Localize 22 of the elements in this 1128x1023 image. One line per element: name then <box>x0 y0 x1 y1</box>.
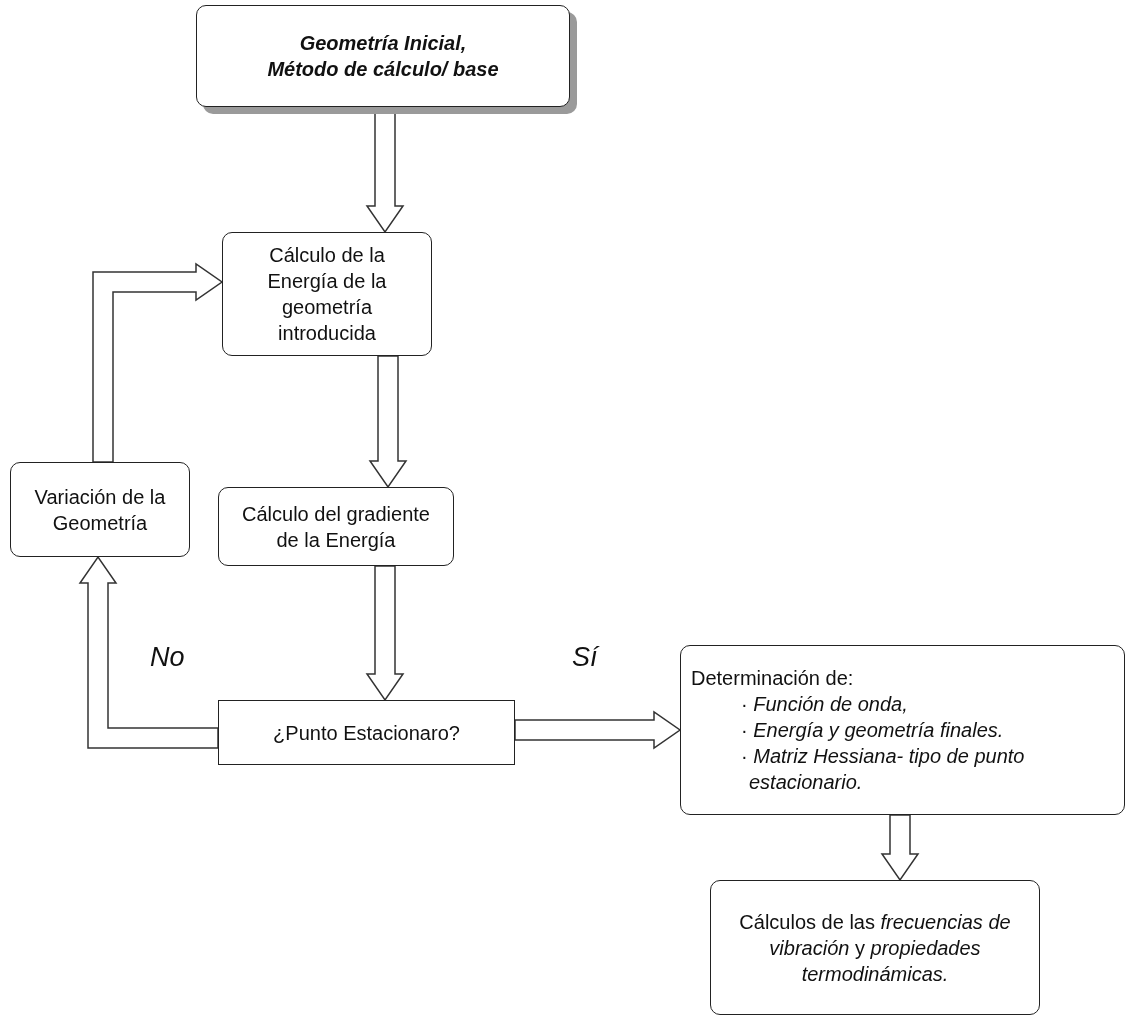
process-box <box>218 700 515 765</box>
block-arrow <box>368 355 408 489</box>
node-text: Cálculos de las frecuencias de vibración y propiedades termodinámicas. <box>738 909 1012 987</box>
node-text: ¿Punto Estacionaro? <box>273 720 460 746</box>
list-item: · Energía y geometría finales. <box>740 718 1004 743</box>
process-box <box>222 232 432 356</box>
process-box <box>680 645 1125 815</box>
block-arrow <box>92 262 224 463</box>
list-item: · Matriz Hessiana- tipo de punto estacionario. <box>740 744 1026 795</box>
node-text: Geometría Inicial, Método de cálculo/ base <box>267 31 499 82</box>
block-arrow <box>365 565 405 702</box>
list-item: · Función de onda, <box>740 692 908 717</box>
process-box <box>10 462 190 557</box>
block-arrow <box>880 814 920 882</box>
process-box <box>710 880 1040 1015</box>
block-arrow <box>514 710 682 750</box>
node-text: Variación de la Geometría <box>33 484 167 536</box>
node-text: Determinación de: <box>691 666 854 691</box>
node-text: Cálculo de la Energía de la geometría introducida <box>266 243 388 346</box>
block-arrow <box>78 555 219 749</box>
node-text: Cálculo del gradiente de la Energía <box>241 501 431 553</box>
process-box <box>218 487 454 566</box>
